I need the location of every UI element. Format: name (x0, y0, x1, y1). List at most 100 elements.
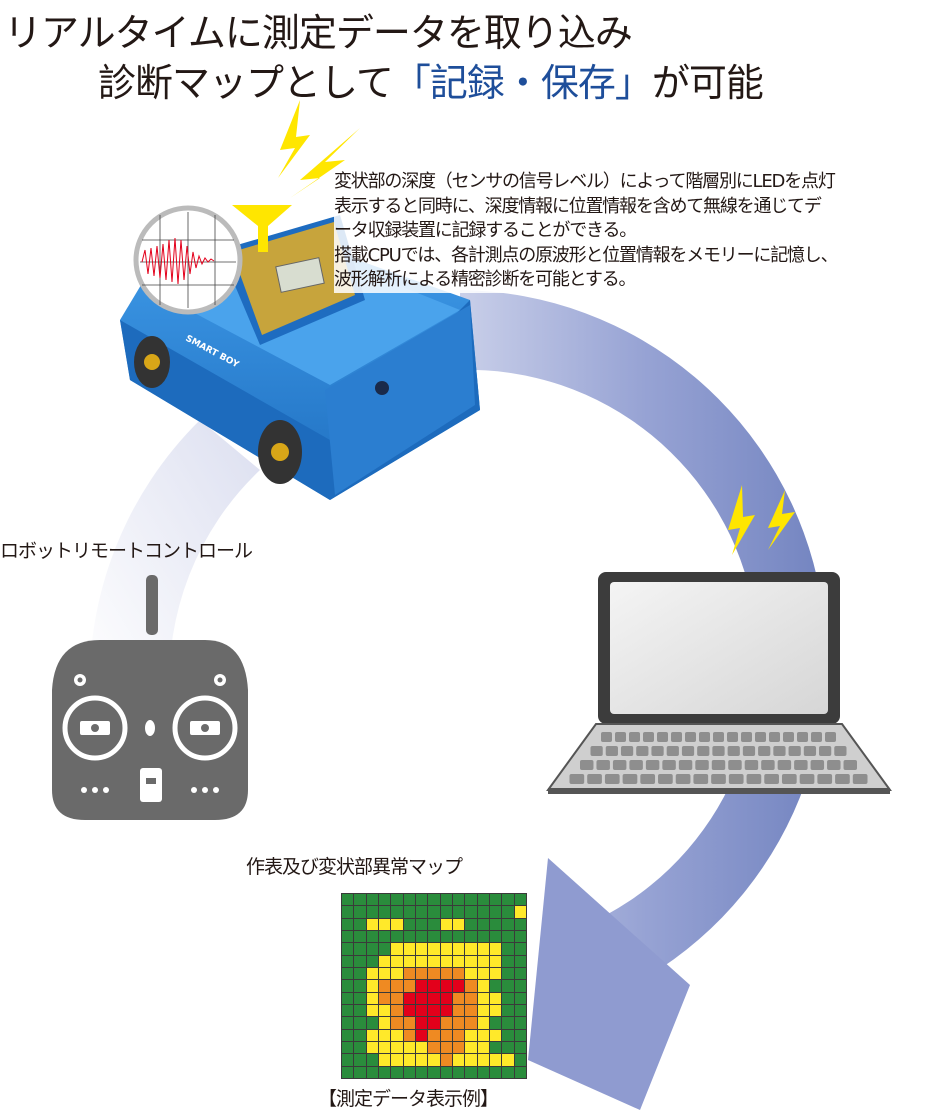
heatmap-cell-normal (378, 894, 391, 906)
heatmap-cell-level-1 (514, 906, 526, 918)
heatmap-cell-level-1 (477, 1004, 489, 1017)
heatmap-cell-level-1 (378, 1004, 391, 1017)
keyboard-key (825, 732, 836, 742)
keyboard-key (773, 746, 786, 756)
heatmap-cell-normal (502, 1004, 514, 1017)
heatmap-cell-level-1 (465, 943, 477, 955)
heatmap-cell-level-2 (440, 1041, 452, 1054)
heatmap-cell-normal (342, 918, 354, 930)
heatmap-cell-level-3 (428, 1004, 440, 1017)
heatmap-cell-normal (514, 967, 526, 980)
keyboard-key (811, 732, 822, 742)
heatmap-cell-level-2 (465, 1004, 477, 1017)
heatmap-cell-level-1 (477, 967, 489, 980)
keyboard-key (612, 760, 627, 770)
keyboard-key (817, 774, 833, 784)
heatmap-cell-normal (428, 894, 440, 906)
heatmap-cell-normal (477, 894, 489, 906)
keyboard-key (810, 760, 825, 770)
heatmap-cell-level-1 (502, 1054, 514, 1066)
heatmap-cell-normal (378, 930, 391, 943)
keyboard-key (681, 746, 695, 756)
keyboard-key (758, 746, 771, 756)
heatmap-cell-normal (502, 930, 514, 943)
heatmap-cell-level-2 (452, 1017, 465, 1029)
power-switch (140, 768, 162, 802)
keyboard-key (744, 760, 759, 770)
map-caption: 【測定データ表示例】 (318, 1088, 499, 1110)
heatmap-cell-level-1 (465, 1041, 477, 1054)
heatmap-cell-normal (514, 955, 526, 967)
keyboard-key (713, 732, 724, 742)
heatmap-cell-level-2 (428, 1029, 440, 1041)
keyboard-key (711, 760, 726, 770)
heatmap-cell-level-1 (465, 955, 477, 967)
keyboard-key (835, 774, 850, 784)
heatmap-cell-level-3 (415, 980, 428, 992)
heatmap-cell-normal (342, 1029, 354, 1041)
keyboard-key (799, 774, 815, 784)
heatmap-cell-normal (502, 1041, 514, 1054)
title-highlight: 「記録・保存」 (392, 61, 653, 105)
keyboard-key (699, 732, 710, 742)
heatmap-cell-level-1 (403, 943, 415, 955)
heatmap-cell-level-1 (391, 967, 403, 980)
keyboard-key (788, 746, 801, 756)
heatmap-cell-level-2 (403, 1029, 415, 1041)
keyboard-key (834, 746, 847, 756)
heatmap-cell-normal (465, 906, 477, 918)
heatmap-cell-level-1 (366, 1004, 378, 1017)
heatmap-cell-normal (366, 943, 378, 955)
heatmap-cell-level-3 (440, 992, 452, 1004)
keyboard-key (746, 774, 762, 784)
heatmap-cell-level-3 (428, 992, 440, 1004)
heatmap-cell-level-1 (391, 1054, 403, 1066)
heatmap-cell-level-3 (428, 1017, 440, 1029)
heatmap-cell-level-1 (391, 1041, 403, 1054)
heatmap-cell-normal (415, 930, 428, 943)
keyboard-key (678, 760, 693, 770)
heatmap-cell-level-1 (440, 955, 452, 967)
keyboard (569, 732, 868, 784)
heatmap-cell-normal (354, 992, 366, 1004)
heatmap-cell-normal (342, 967, 354, 980)
right-stick (172, 695, 238, 761)
heatmap-cell-level-1 (452, 918, 465, 930)
title-prefix: 診断マップとして (98, 61, 394, 105)
heatmap-cell-normal (502, 906, 514, 918)
laptop-image (546, 572, 892, 794)
keyboard-key (657, 732, 668, 742)
heatmap-cell-level-2 (440, 1017, 452, 1029)
heatmap-cell-level-3 (403, 992, 415, 1004)
anomaly-heatmap (341, 893, 527, 1079)
heatmap-cell-normal (415, 906, 428, 918)
heatmap-cell-normal (452, 1066, 465, 1078)
heatmap-cell-normal (514, 992, 526, 1004)
heatmap-cell-normal (502, 943, 514, 955)
keyboard-key (693, 774, 709, 784)
heatmap-cell-level-1 (452, 1054, 465, 1066)
heatmap-cell-level-3 (440, 980, 452, 992)
heatmap-cell-level-1 (477, 992, 489, 1004)
heatmap-cell-level-1 (477, 955, 489, 967)
heatmap-cell-normal (477, 918, 489, 930)
keyboard-key (601, 732, 612, 742)
keyboard-key (697, 746, 710, 756)
heatmap-cell-normal (514, 980, 526, 992)
keyboard-key (580, 760, 594, 770)
heatmap-cell-level-1 (465, 1029, 477, 1041)
keyboard-key (742, 746, 756, 756)
heatmap-cell-normal (465, 930, 477, 943)
heatmap-cell-normal (342, 943, 354, 955)
heatmap-cell-level-2 (465, 1017, 477, 1029)
keyboard-key (794, 760, 808, 770)
heatmap-cell-level-1 (465, 1054, 477, 1066)
keyboard-key (615, 732, 626, 742)
heatmap-cell-normal (502, 1017, 514, 1029)
keyboard-key (764, 774, 779, 784)
heatmap-cell-normal (428, 918, 440, 930)
heatmap-cell-level-1 (391, 955, 403, 967)
heatmap-cell-normal (440, 930, 452, 943)
heatmap-cell-level-2 (452, 992, 465, 1004)
heatmap-cell-level-1 (477, 1029, 489, 1041)
